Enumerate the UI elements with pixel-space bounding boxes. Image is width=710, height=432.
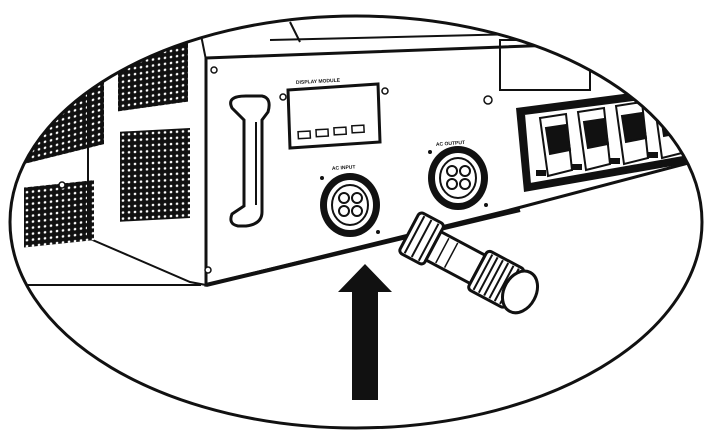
ac-input-label: AC INPUT (332, 164, 356, 172)
vent-grille-lower-left (24, 180, 94, 248)
ac-input-socket-icon: AC INPUT (320, 164, 380, 237)
up-arrow-icon (338, 264, 392, 400)
handle-icon (229, 94, 271, 228)
ac-output-label: AC OUTPUT (436, 140, 466, 148)
vent-grille-bottom (120, 128, 190, 222)
ac-output-socket-icon: AC OUTPUT (428, 140, 488, 210)
zoom-ellipse-outline (8, 14, 704, 430)
ac-connector-plug-icon (398, 211, 540, 315)
panel-label: DISPLAY MODULE (296, 78, 341, 86)
ground-screw-icon (483, 95, 493, 105)
lcd-display-icon: DISPLAY MODULE (279, 78, 389, 150)
